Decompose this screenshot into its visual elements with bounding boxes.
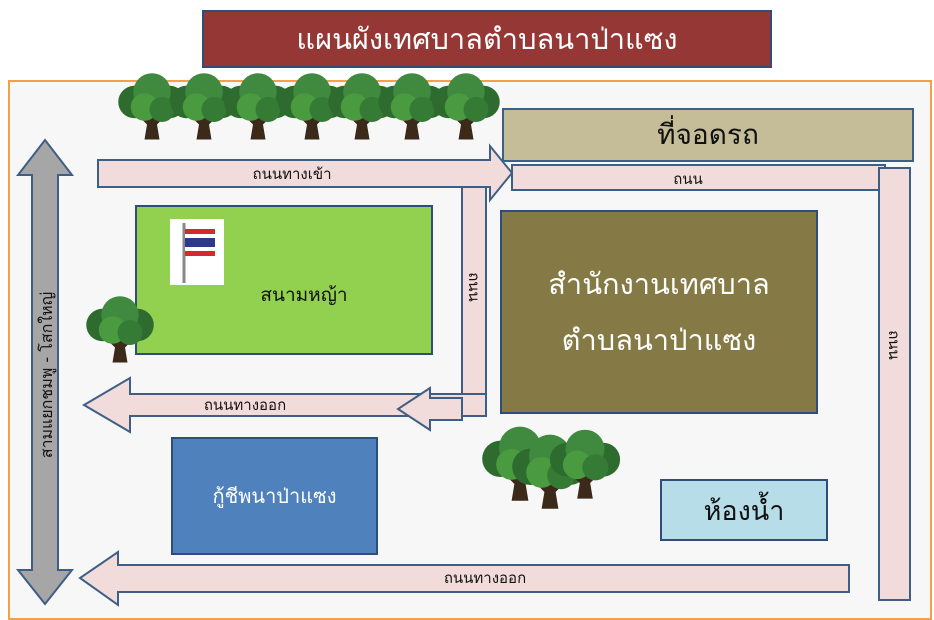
main-road-arrow xyxy=(15,138,75,606)
lawn-label: สนามหญ้า xyxy=(260,284,348,306)
road-label-exit-bottom: ถนนทางออก xyxy=(444,569,526,587)
exit-middle-arrowhead-2 xyxy=(396,386,463,432)
road-label-entrance: ถนนทางเข้า xyxy=(252,165,331,183)
office-line-2: ตำบลนาป่าแซง xyxy=(561,323,757,357)
road-label-exit-middle: ถนนทางออก xyxy=(204,396,286,414)
road-label-middle-vertical: ถนน xyxy=(465,272,483,302)
tree-icon xyxy=(432,73,500,140)
restroom: ห้องน้ำ xyxy=(660,479,828,541)
municipal-office: สำนักงานเทศบาล ตำบลนาป่าแซง xyxy=(500,210,818,414)
road-label-top: ถนน xyxy=(673,170,703,188)
rescue-unit: กู้ชีพนาป่าแซง xyxy=(171,437,378,555)
office-line-1: สำนักงานเทศบาล xyxy=(548,267,770,301)
thai-flag-icon xyxy=(170,219,224,285)
exit-bottom-arrow xyxy=(78,550,850,607)
entrance-road-arrow xyxy=(97,143,514,203)
road-label-right-vertical: ถนน xyxy=(885,330,903,360)
parking-area: ที่จอดรถ xyxy=(502,108,914,162)
map-title: แผนผังเทศบาลตำบลนาป่าแซง xyxy=(202,10,772,68)
road-label-main: สามแยกชมพู - โสกใหญ่ xyxy=(37,292,57,459)
right-vertical-road xyxy=(878,167,911,601)
